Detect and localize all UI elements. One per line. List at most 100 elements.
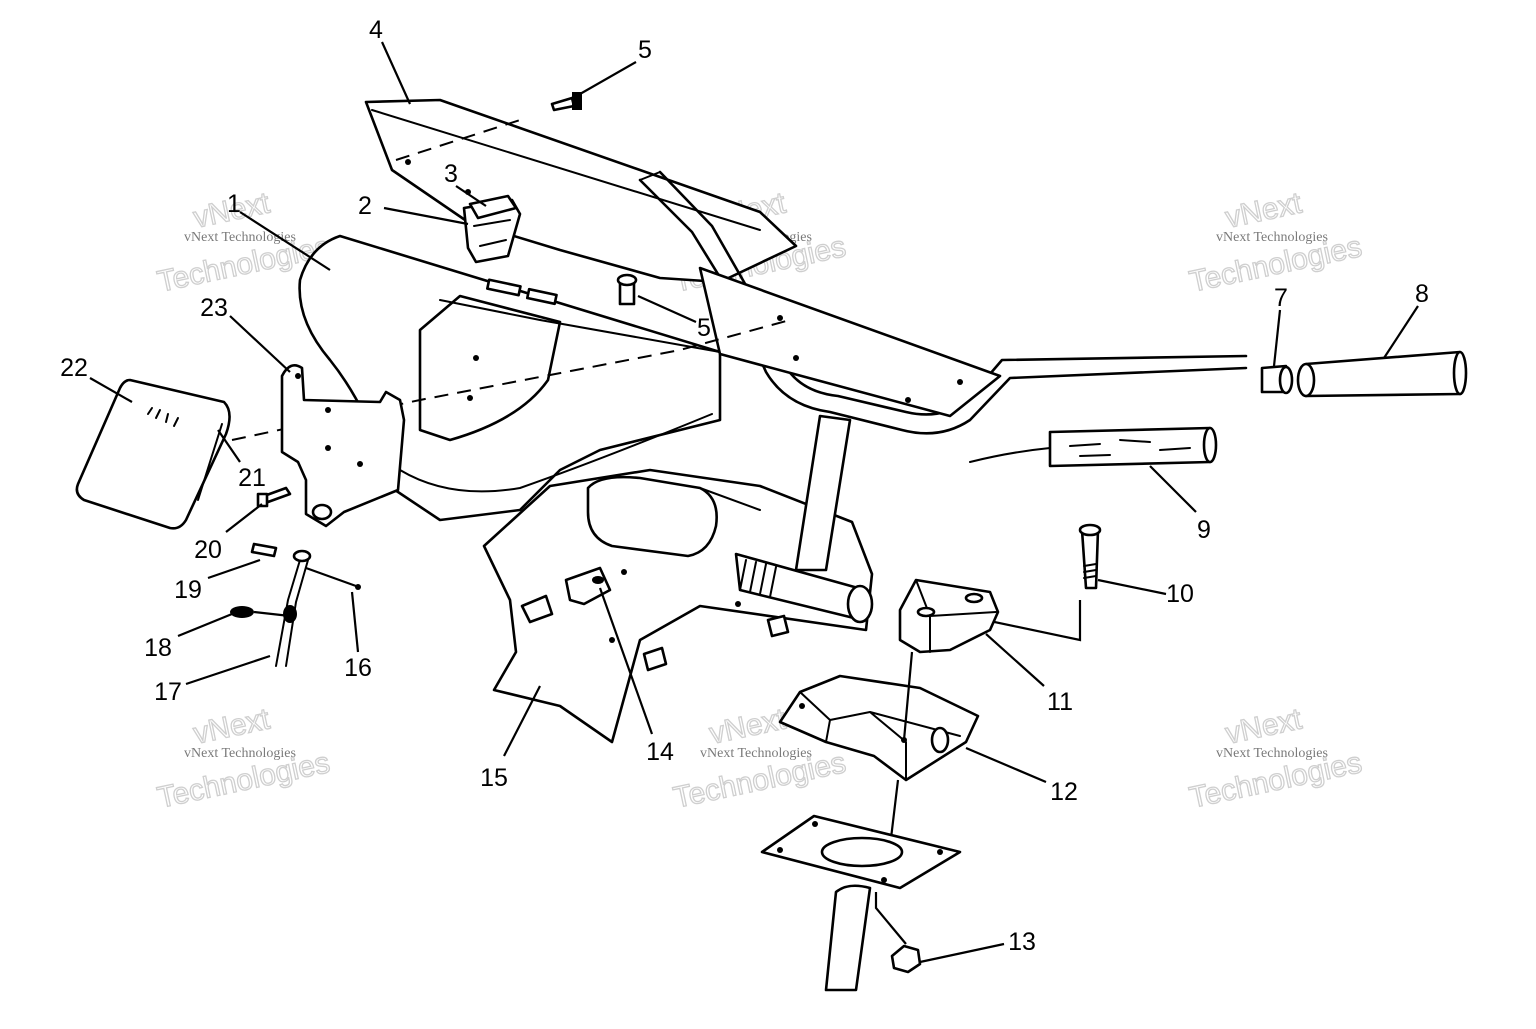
screw-upper-part: [550, 92, 582, 112]
watermark-text: vNext Technologies: [1216, 230, 1328, 245]
callout-labels: 1 2 3 4 5 5 7 8 9 10 11 12 13 14 15 16 1…: [60, 16, 1429, 956]
watermark-text: vNext: [707, 702, 790, 750]
watermark-text: vNext: [1223, 186, 1306, 234]
bracket-hole: [325, 407, 331, 413]
plate-hole: [937, 849, 943, 855]
cover-hole: [405, 159, 411, 165]
watermark-text: vNext Technologies: [184, 230, 296, 245]
hood-hole: [473, 355, 479, 361]
callout-21: 21: [238, 464, 266, 492]
screw-lower-part: [616, 273, 638, 306]
headlight-recess: [418, 294, 562, 442]
hood-hole: [467, 395, 473, 401]
grip-texture: [1069, 439, 1191, 457]
watermark-text: vNext: [191, 702, 274, 750]
plate-hole: [957, 379, 963, 385]
pin-16-part: [355, 584, 361, 590]
lower-clamp-part: [778, 674, 980, 782]
throttle-cable: [969, 447, 1051, 463]
bracket-hole: [325, 445, 331, 451]
watermark-right-top: vNext vNext Technologies Technologies: [1186, 186, 1365, 300]
switch-cap-part: [468, 194, 518, 220]
pin-16-line: [305, 566, 357, 588]
choke-cable-17-part: [275, 549, 312, 667]
grip-right-part: [1296, 350, 1468, 398]
hood-slot: [486, 278, 522, 297]
callout-4: 4: [369, 16, 383, 44]
plate-hole: [777, 315, 783, 321]
watermark-text: vNext Technologies: [700, 746, 812, 761]
callout-11: 11: [1047, 688, 1073, 716]
plate-hole: [905, 397, 911, 403]
knob-18-part: [230, 606, 254, 618]
clamp-bore: [930, 726, 950, 754]
handlebar-end: [639, 171, 661, 181]
callout-15: 15: [480, 764, 508, 792]
panel-marking: [147, 407, 179, 427]
callout-17: 17: [154, 678, 182, 706]
callout-7: 7: [1274, 284, 1288, 312]
top-cover-part: [364, 98, 798, 284]
callout-23: 23: [200, 294, 228, 322]
callout-10: 10: [1166, 580, 1194, 608]
callout-20: 20: [194, 536, 222, 564]
clamp-hole: [916, 606, 936, 618]
panel-edge: [197, 423, 223, 501]
pin-19-part: [250, 542, 278, 558]
watermark-left-bottom: vNext vNext Technologies Technologies: [154, 702, 333, 816]
plate-hole: [793, 355, 799, 361]
watermark-text: vNext: [1223, 702, 1306, 750]
bracket-hole: [295, 373, 301, 379]
shaft-spline: [739, 559, 777, 598]
callout-14: 14: [646, 738, 674, 766]
column-nut-part: [890, 944, 922, 974]
fairing-hole: [609, 637, 615, 643]
callout-19: 19: [174, 576, 202, 604]
callout-5-lower: 5: [697, 314, 711, 342]
upper-clamp-part: [898, 578, 1000, 654]
callout-16: 16: [344, 654, 372, 682]
clamp-hole: [964, 592, 984, 604]
bracket-hook: [311, 503, 333, 521]
nut-alignment-line: [874, 892, 907, 945]
callout-1: 1: [227, 190, 241, 218]
callout-5-upper: 5: [638, 36, 652, 64]
callout-8: 8: [1415, 280, 1429, 308]
callout-22: 22: [60, 354, 88, 382]
clamp-hole: [799, 703, 805, 709]
callout-3: 3: [444, 160, 458, 188]
hood-contour: [439, 299, 721, 353]
handlebar-plate: [698, 266, 1002, 418]
instrument-panel-part: [75, 378, 231, 530]
fairing-window: [586, 475, 718, 558]
bracket-hole: [357, 461, 363, 467]
plate-hole: [881, 877, 887, 883]
plate-hole: [777, 847, 783, 853]
watermark-right-bottom: vNext vNext Technologies Technologies: [1186, 702, 1365, 816]
fairing-bushing: [642, 646, 668, 672]
lower-fairing-part: [482, 468, 874, 744]
watermark-text: vNext Technologies: [1216, 746, 1328, 761]
callout-18: 18: [144, 634, 172, 662]
fairing-mount-part: [520, 566, 612, 624]
hood-slot: [525, 287, 558, 306]
fairing-hole: [735, 601, 741, 607]
steering-post: [794, 414, 852, 572]
bolt-thread: [1083, 563, 1097, 579]
screw-20-part: [256, 486, 292, 508]
grip-throttle-part: [969, 426, 1218, 468]
mounting-bracket-part: [280, 364, 406, 528]
handlebar-part: [638, 178, 1248, 435]
fairing-hole: [621, 569, 627, 575]
callout-9: 9: [1197, 516, 1211, 544]
callout-13: 13: [1008, 928, 1036, 956]
clamp-bolt-part: [1078, 523, 1102, 590]
handlebar-plug-part: [1260, 364, 1294, 395]
shaft-end: [846, 584, 874, 624]
callout-2: 2: [358, 192, 372, 220]
fairing-bushing: [766, 614, 790, 638]
steering-column-tube: [824, 884, 872, 992]
hood-contour: [399, 413, 713, 493]
